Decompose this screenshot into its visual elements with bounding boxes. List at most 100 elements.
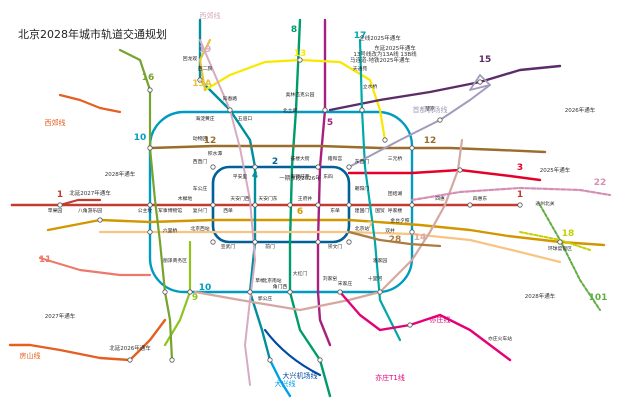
station-name: 环球度假区 [548, 245, 572, 252]
metro-line-8 [288, 18, 332, 398]
line-number-17: 17 [354, 31, 367, 41]
station-name: 团结湖 [388, 190, 403, 197]
station-name: 八角游乐园 [78, 207, 102, 214]
station-name: 建国门 [355, 207, 370, 214]
station-name: 双井 [385, 227, 395, 234]
line-number-28: 28 [389, 235, 402, 245]
metro-line-19 [199, 39, 256, 386]
station-markers [57, 57, 563, 363]
station-name: 潘家园 [373, 257, 388, 264]
station-name: 平安里 [233, 173, 248, 180]
metro-line-16 [118, 48, 174, 362]
annotation-label: 2028年通车 [525, 292, 556, 300]
station-marker [197, 77, 203, 83]
metro-line-3 [347, 168, 542, 182]
station-name: 三元桥 [388, 155, 403, 162]
metro-line-12 [148, 144, 547, 154]
station-name: 知春路 [223, 95, 238, 102]
metro-line-101 [539, 204, 601, 311]
metro-lines [8, 18, 612, 398]
line-number-15: 15 [479, 55, 492, 65]
annotation-label: 2027年通车 [45, 312, 76, 320]
metro-line-9 [163, 240, 192, 347]
station-marker [382, 137, 388, 143]
metro-line-10 [148, 110, 414, 294]
station-name: 王府井 [298, 195, 313, 202]
line-name-daxing: 大兴线 [275, 379, 296, 388]
station-marker [322, 107, 328, 113]
line-number-4: 4 [252, 171, 258, 181]
station-marker [359, 107, 365, 113]
station-name: 西单 [223, 207, 233, 214]
line-number-2: 2 [272, 157, 278, 167]
station-name: 回龙观 [183, 55, 198, 62]
station-marker [147, 145, 153, 151]
station-name: 宋家庄 [338, 280, 353, 287]
metro-line-fangshan [8, 318, 167, 362]
line-number-9: 9 [192, 293, 198, 303]
station-name: 苹果园 [48, 207, 63, 214]
station-marker [210, 202, 216, 208]
station-marker [317, 357, 323, 363]
metro-line-22 [410, 186, 612, 202]
station-name: 丽泽商务区 [163, 257, 187, 264]
line-number-101: 101 [589, 293, 608, 303]
line-number-22: 22 [594, 178, 607, 188]
station-name: 北土城 [283, 107, 298, 114]
station-name: 积水潭 [208, 150, 223, 157]
station-marker [346, 239, 352, 245]
station-name: 十里河 [368, 275, 383, 282]
station-name: 国贸 [375, 207, 385, 214]
station-name: 东直门 [355, 158, 370, 165]
station-marker [210, 239, 216, 245]
line-number-3: 3 [517, 163, 523, 173]
station-name: 海淀黄庄 [195, 115, 214, 122]
annotation-label: 2028年通车 [105, 170, 136, 178]
metro-line-14 [193, 138, 464, 312]
station-name: 草桥 [255, 277, 265, 284]
line-number-12: 12 [424, 136, 437, 146]
station-marker [517, 202, 523, 208]
line-number-1: 1 [517, 190, 523, 200]
metro-line-1 [58, 198, 102, 207]
line-number-18: 18 [562, 229, 575, 239]
station-name: 东单 [330, 207, 340, 214]
metro-line-yizhuang [338, 290, 512, 362]
station-name: 天安门东 [258, 195, 277, 202]
metro-line-airport_dx [263, 328, 322, 377]
line-name-airport_cap: 首都机场线 [413, 105, 448, 114]
line-name-xijiao_t: 西郊线 [200, 11, 221, 20]
station-marker [437, 117, 443, 123]
metro-line-13 [203, 58, 387, 142]
metro-line-5 [316, 18, 332, 347]
line-number-5: 5 [327, 118, 333, 128]
station-name: 六里桥 [163, 227, 178, 234]
station-marker [287, 202, 293, 208]
station-name: 北京南站 [262, 277, 281, 284]
annotation-label: 东延2025年通车 [374, 44, 416, 52]
line-number-10: 10 [199, 283, 212, 293]
station-name: 四惠 [435, 195, 445, 202]
station-marker [315, 239, 321, 245]
station-marker [127, 357, 133, 363]
station-name: 通州北关 [535, 200, 554, 207]
station-marker [337, 289, 343, 295]
line-number-1: 1 [57, 190, 63, 200]
station-marker [252, 239, 258, 245]
metro-line-28 [347, 230, 442, 248]
station-name: 呼家楼 [388, 207, 403, 214]
station-marker [409, 202, 415, 208]
station-name: 四惠东 [473, 195, 488, 202]
station-name: 复兴门 [193, 207, 208, 214]
map-title: 北京2028年城市轨道交通规划 [18, 28, 167, 41]
station-name: 南锣鼓巷 [290, 173, 309, 180]
station-marker [247, 289, 253, 295]
station-name: 奥林匹克公园 [286, 91, 315, 98]
line-name-yizhuang: 亦庄线 [430, 315, 451, 324]
station-name: 朝阳门 [355, 185, 370, 192]
station-marker [377, 289, 383, 295]
line-name-fangshan: 房山线 [20, 351, 41, 360]
line-number-16: 16 [142, 73, 155, 83]
